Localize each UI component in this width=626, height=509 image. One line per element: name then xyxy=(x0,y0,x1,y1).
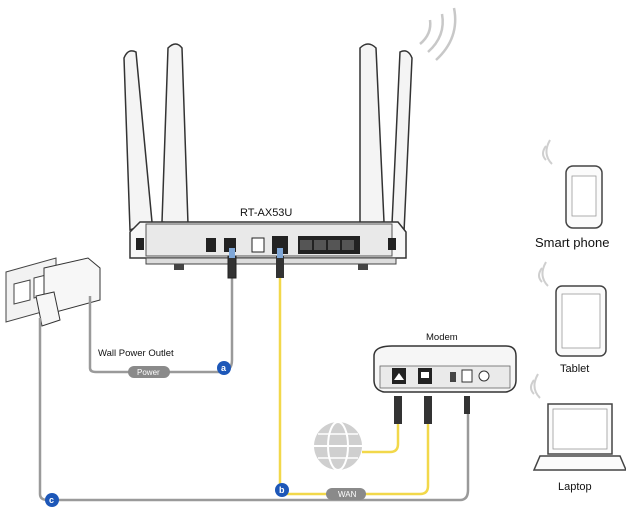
marker-c: c xyxy=(45,493,59,507)
modem-power-cable xyxy=(38,318,470,502)
marker-b: b xyxy=(275,483,289,497)
modem-label: Modem xyxy=(426,332,458,343)
smartphone-label: Smart phone xyxy=(535,235,609,250)
svg-text:b: b xyxy=(279,485,285,495)
router-wifi-waves-icon xyxy=(419,7,457,61)
laptop-label: Laptop xyxy=(558,481,592,493)
power-cable-tag: Power xyxy=(128,366,170,378)
router-power-switch xyxy=(206,238,216,252)
router-antennas xyxy=(123,43,413,234)
tablet-label: Tablet xyxy=(560,363,589,375)
power-cable-label: Power xyxy=(137,368,160,377)
router-model-label: RT-AX53U xyxy=(240,207,292,219)
wan-cable-tag: WAN xyxy=(326,488,366,500)
modem: Modem xyxy=(373,332,517,424)
internet-cable xyxy=(362,420,400,454)
smartphone-device: Smart phone xyxy=(535,139,609,250)
wan-cable-label: WAN xyxy=(338,490,357,499)
internet-globe-icon xyxy=(314,421,362,471)
smartphone-wifi-icon xyxy=(542,139,553,165)
marker-a: a xyxy=(217,361,231,375)
laptop-icon xyxy=(532,403,626,471)
svg-text:c: c xyxy=(49,495,54,505)
router-body: RT-AX53U xyxy=(129,207,407,270)
tablet-device: Tablet xyxy=(538,261,607,375)
wall-outlet xyxy=(5,257,101,327)
router-usb-port xyxy=(251,237,265,253)
tablet-wifi-icon xyxy=(538,261,549,287)
laptop-device: Laptop xyxy=(530,373,626,493)
laptop-wifi-icon xyxy=(530,373,541,399)
wall-outlet-label: Wall Power Outlet xyxy=(98,348,174,359)
svg-text:a: a xyxy=(221,363,227,373)
router-wan-port xyxy=(272,236,288,254)
